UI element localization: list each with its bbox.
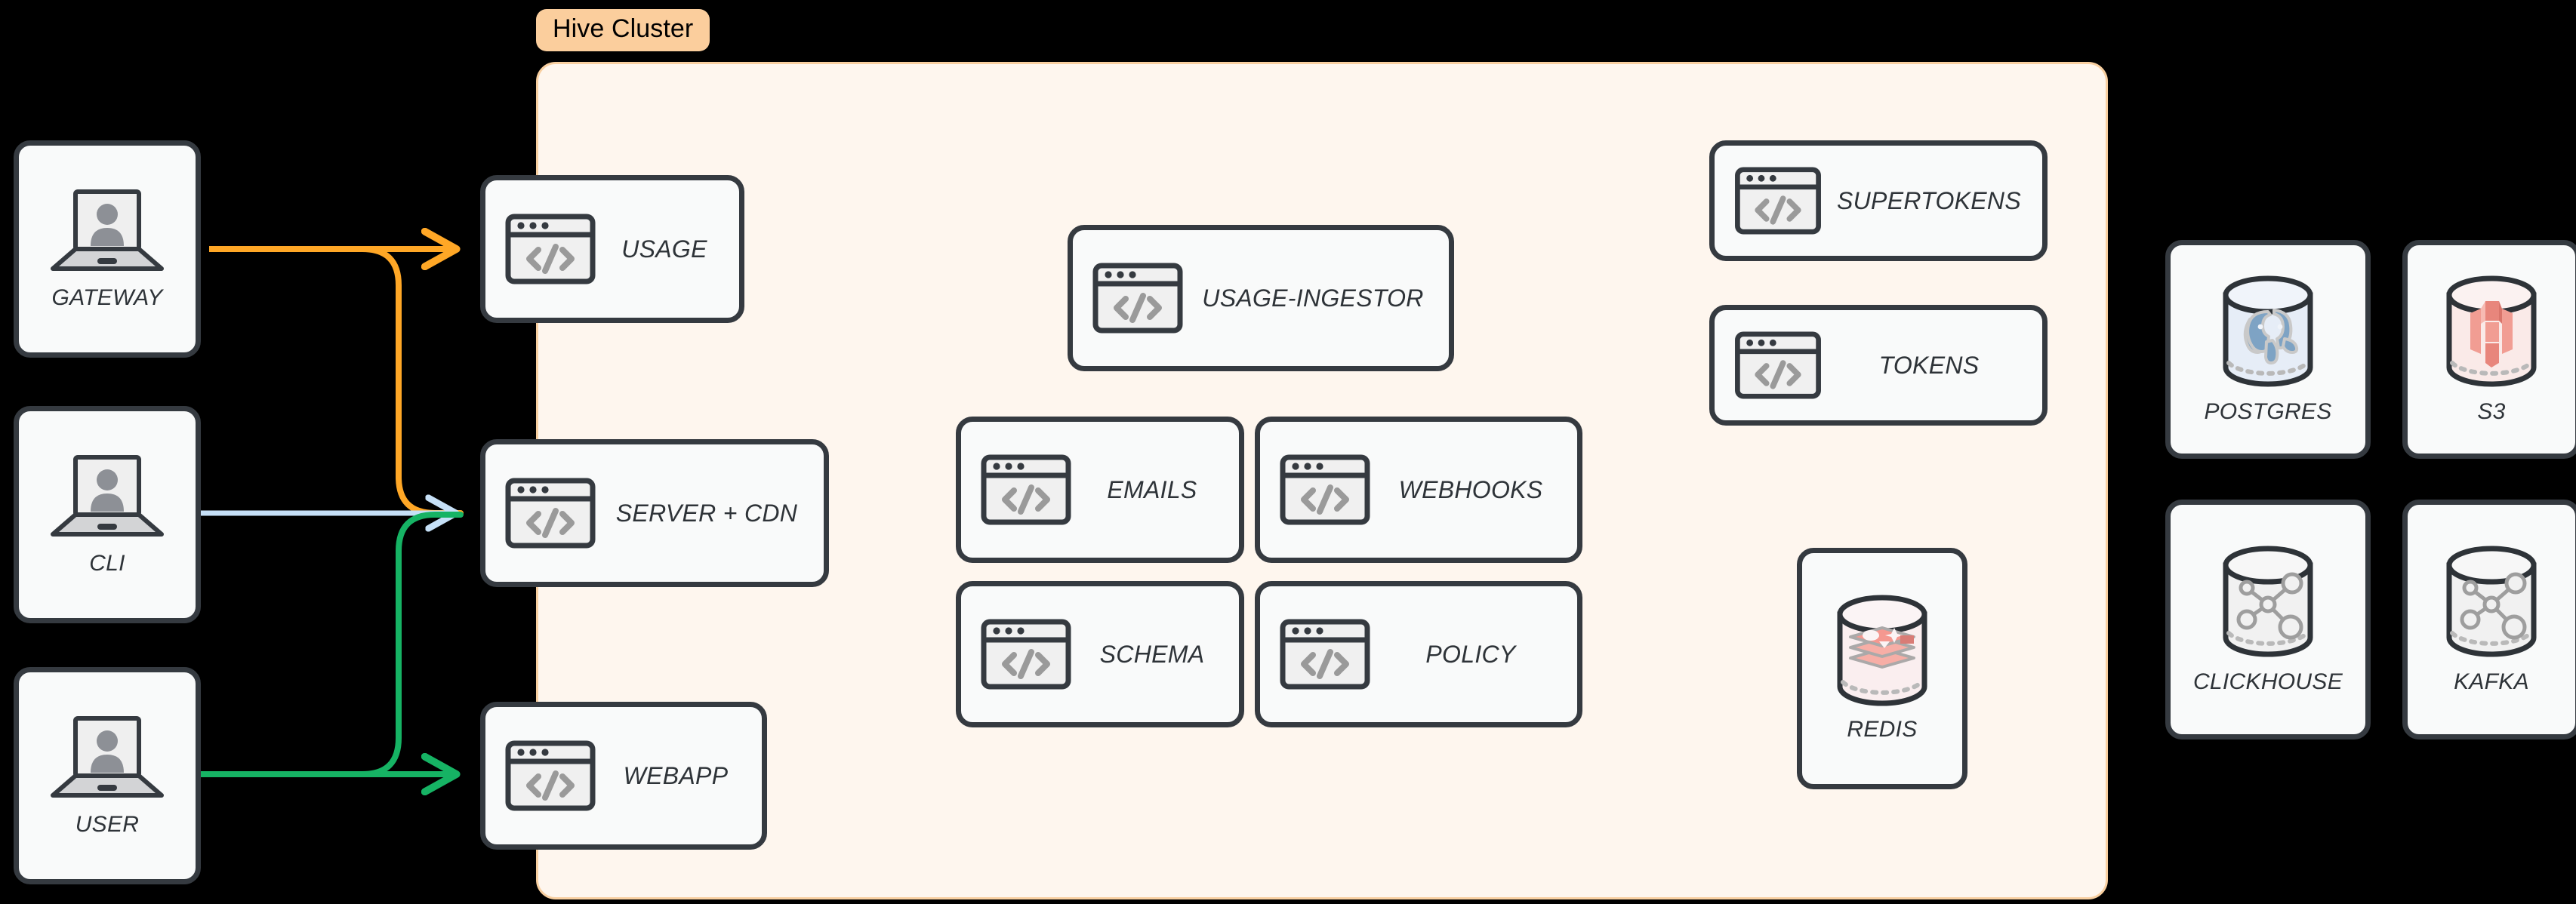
node-label: CLI [89, 551, 125, 576]
wire-gateway-to-server-cdn [359, 246, 464, 516]
code-window-icon [981, 619, 1071, 690]
node-label: KAFKA [2454, 669, 2529, 694]
node-policy[interactable]: POLICY [1255, 581, 1582, 727]
laptop-user-icon [48, 714, 166, 801]
node-usage[interactable]: USAGE [480, 175, 744, 323]
node-label: SERVER + CDN [615, 499, 798, 527]
node-label: SUPERTOKENS [1837, 186, 2021, 214]
code-window-icon [505, 740, 596, 811]
node-label: POSTGRES [2204, 399, 2332, 424]
node-kafka[interactable]: KAFKA [2402, 500, 2576, 739]
node-s3[interactable]: S3 [2402, 240, 2576, 459]
node-label: POLICY [1425, 640, 1516, 668]
node-label: SCHEMA [1099, 640, 1205, 668]
code-window-icon [1280, 619, 1370, 690]
node-emails[interactable]: EMAILS [956, 417, 1244, 563]
code-window-icon [1280, 454, 1370, 525]
hive-cluster-label: Hive Cluster [536, 9, 710, 51]
postgres-database-icon [2215, 274, 2321, 389]
code-window-icon [1734, 331, 1822, 399]
code-window-icon [505, 478, 596, 549]
network-database-icon [2439, 544, 2544, 659]
node-cli[interactable]: CLI [14, 406, 201, 623]
code-window-icon [505, 214, 596, 284]
node-webhooks[interactable]: WEBHOOKS [1255, 417, 1582, 563]
node-label: USAGE-INGESTOR [1202, 284, 1424, 312]
redis-database-icon [1831, 595, 1934, 706]
node-usage-ingestor[interactable]: USAGE-INGESTOR [1068, 225, 1454, 371]
node-label: TOKENS [1878, 351, 1980, 379]
node-label: CLICKHOUSE [2192, 669, 2343, 694]
node-label: USER [75, 812, 140, 837]
laptop-user-icon [48, 187, 166, 275]
node-label: WEBHOOKS [1398, 475, 1543, 503]
node-user[interactable]: USER [14, 667, 201, 884]
code-window-icon [1092, 263, 1183, 334]
laptop-user-icon [48, 453, 166, 540]
node-label: S3 [2477, 399, 2506, 424]
node-redis[interactable]: REDIS [1797, 548, 1967, 789]
wire-user-to-server-cdn [359, 512, 464, 777]
node-clickhouse[interactable]: CLICKHOUSE [2165, 500, 2371, 739]
code-window-icon [1734, 167, 1822, 235]
node-tokens[interactable]: TOKENS [1709, 305, 2048, 426]
node-gateway[interactable]: GATEWAY [14, 140, 201, 358]
node-label: EMAILS [1107, 475, 1197, 503]
node-server-cdn[interactable]: SERVER + CDN [480, 439, 829, 587]
node-label: USAGE [621, 235, 707, 263]
s3-database-icon [2439, 274, 2544, 389]
node-label: WEBAPP [623, 761, 729, 789]
node-supertokens[interactable]: SUPERTOKENS [1709, 140, 2048, 261]
node-webapp[interactable]: WEBAPP [480, 702, 767, 850]
code-window-icon [981, 454, 1071, 525]
node-label: GATEWAY [51, 285, 163, 310]
node-label: REDIS [1847, 717, 1918, 742]
node-postgres[interactable]: POSTGRES [2165, 240, 2371, 459]
network-database-icon [2215, 544, 2321, 659]
node-schema[interactable]: SCHEMA [956, 581, 1244, 727]
